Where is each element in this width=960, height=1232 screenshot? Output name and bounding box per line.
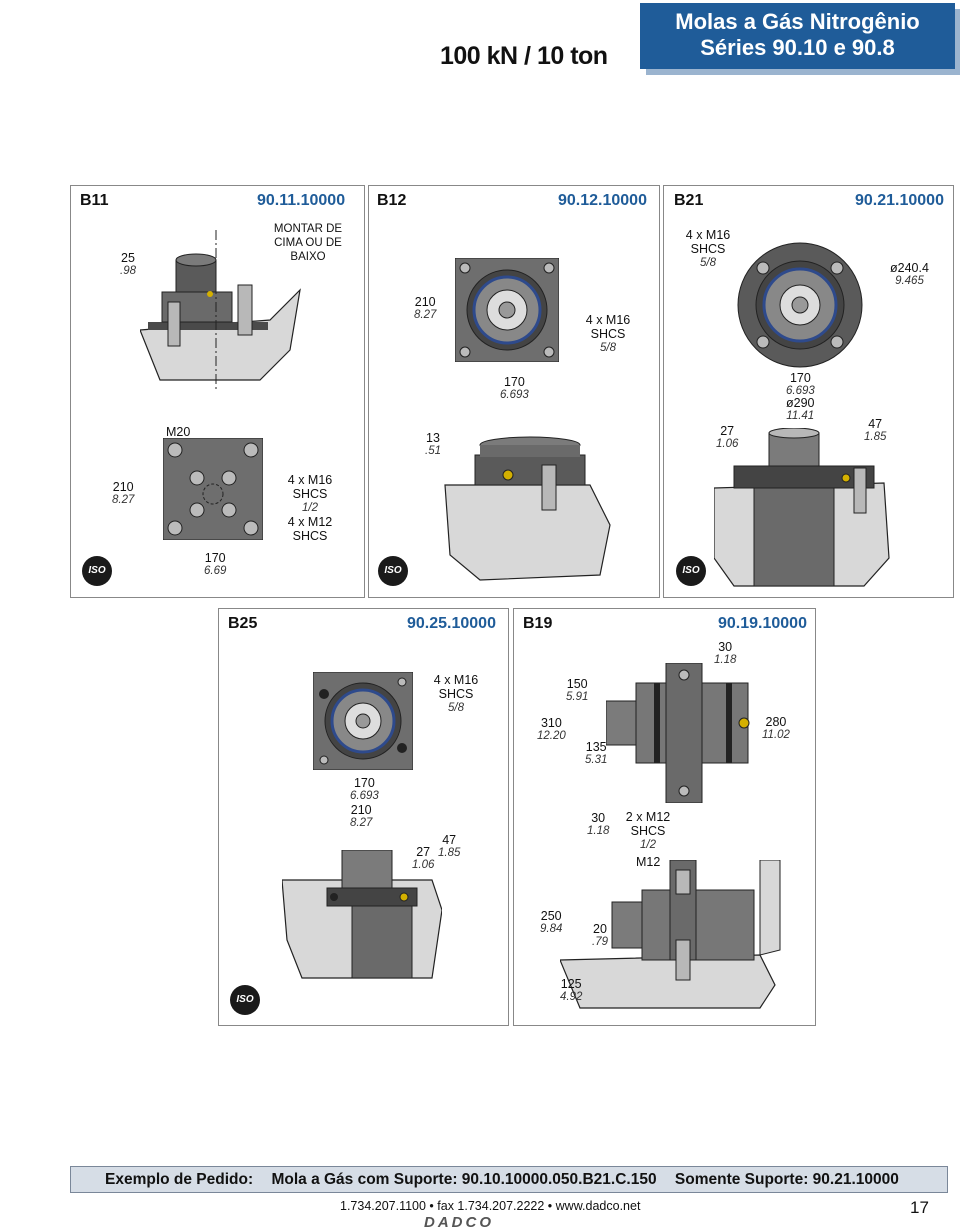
b12-id: B12 [377, 192, 407, 209]
b11-code: 90.11.10000 [257, 192, 346, 209]
b25-side-drawing [282, 850, 442, 979]
order-value: Mola a Gás com Suporte: 90.10.10000.050.… [271, 1171, 657, 1188]
b12-dim-13: 13.51 [425, 431, 441, 458]
b25-plate-drawing [313, 672, 413, 770]
order-example-bar: Exemplo de Pedido: Mola a Gás com Suport… [70, 1166, 948, 1193]
b19-top-drawing [606, 663, 750, 803]
b11-iso-icon: ISO [82, 556, 112, 586]
contact-line: 1.734.207.1100 • fax 1.734.207.2222 • ww… [340, 1199, 641, 1213]
b25-code: 90.25.10000 [407, 615, 496, 632]
order-label: Exemplo de Pedido: [105, 1171, 254, 1188]
b21-bolts: 4 x M16 SHCS 5/8 [685, 228, 731, 269]
b21-side-drawing [714, 428, 890, 587]
capacity-title: 100 kN / 10 ton [440, 42, 608, 70]
b21-round-flange-drawing [737, 242, 863, 368]
b11-mount-note: MONTAR DE CIMA OU DE BAIXO [273, 223, 343, 263]
b11-dim-25: 25.98 [120, 251, 136, 278]
b11-m20: M20 [166, 425, 191, 439]
b19-code: 90.19.10000 [718, 615, 807, 632]
b12-iso-icon: ISO [378, 556, 408, 586]
b21-iso-icon: ISO [676, 556, 706, 586]
bracket-value: Somente Suporte: 90.21.10000 [674, 1171, 899, 1188]
b25-bolts: 4 x M16 SHCS 5/8 [433, 673, 479, 714]
b19-side-drawing [560, 860, 781, 1009]
b11-bolts: 4 x M16 SHCS 1/2 4 x M12 SHCS [287, 473, 333, 543]
b11-spring-drawing [140, 230, 301, 390]
series-line-2: Séries 90.10 e 90.8 [700, 35, 895, 60]
b19-m12: M12 [636, 855, 661, 869]
series-line-1: Molas a Gás Nitrogênio [675, 9, 920, 34]
b12-bolts: 4 x M16 SHCS 5/8 [585, 313, 631, 354]
b21-id: B21 [674, 192, 704, 209]
b12-plate-drawing [455, 258, 559, 362]
b19-dim-20: 20.79 [592, 922, 608, 949]
b25-id: B25 [228, 615, 258, 632]
b11-plate-drawing [163, 438, 263, 540]
b21-code: 90.21.10000 [855, 192, 944, 209]
page-number: 17 [910, 1198, 929, 1217]
series-banner: Molas a Gás Nitrogênio Séries 90.10 e 90… [640, 3, 955, 69]
b19-bolts: 2 x M12 SHCS 1/2 [625, 810, 671, 851]
b12-side-drawing [444, 436, 611, 581]
b11-id: B11 [80, 192, 109, 209]
b12-code: 90.12.10000 [558, 192, 647, 209]
brand-logo: DADCO [424, 1214, 494, 1231]
b25-iso-icon: ISO [230, 985, 260, 1015]
b19-id: B19 [523, 615, 553, 632]
